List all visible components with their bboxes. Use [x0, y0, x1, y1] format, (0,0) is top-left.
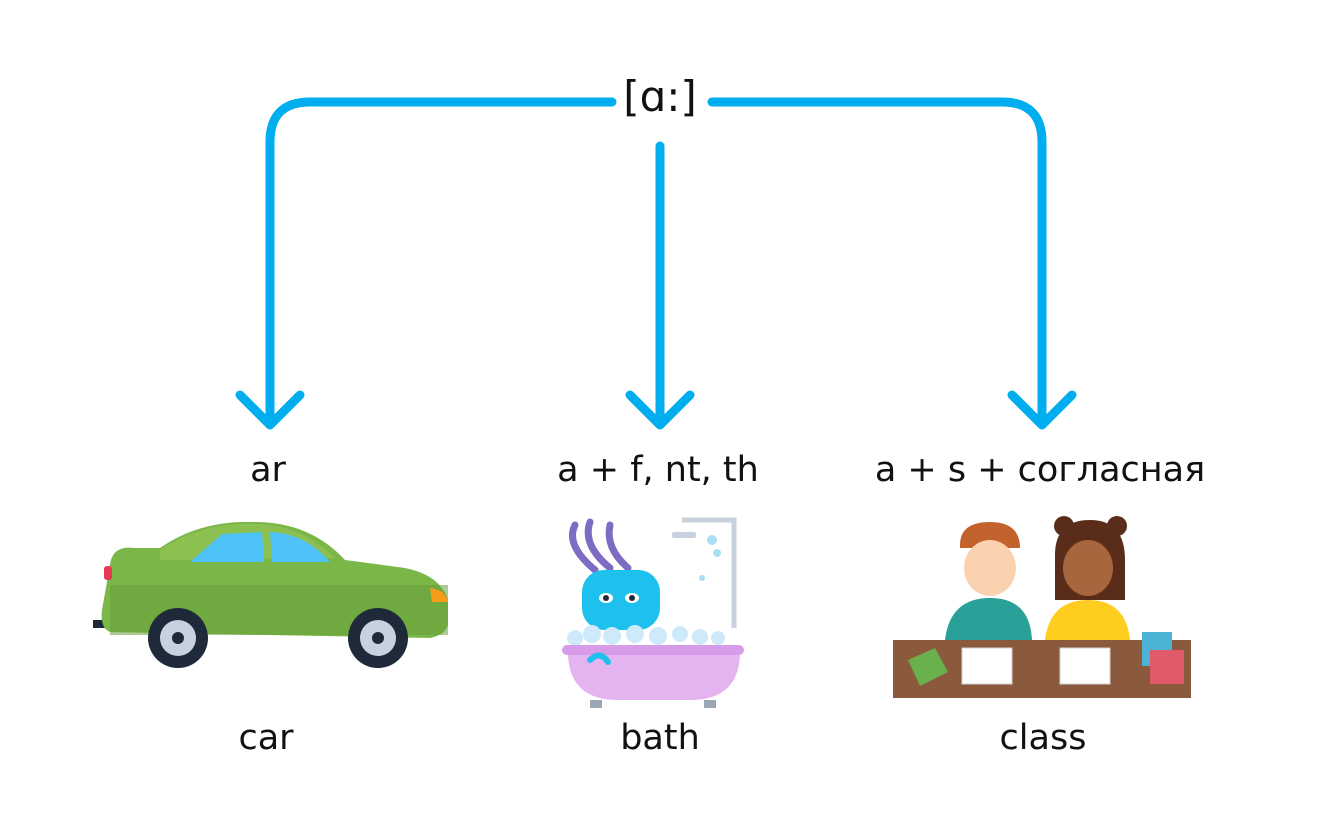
example-word-class: class: [999, 718, 1087, 758]
rule-label-a-s-consonant: a + s + согласная: [874, 450, 1206, 490]
example-word-bath: bath: [620, 718, 700, 758]
rule-label-a-f-nt-th: a + f, nt, th: [557, 450, 759, 490]
example-word-car: car: [238, 718, 294, 758]
arrow-left-head: [235, 390, 305, 430]
arrow-right: [707, 97, 1047, 425]
bathtub-illustration: [562, 517, 744, 708]
phoneme-label: [ɑ:]: [623, 72, 697, 121]
arrow-right-head: [1007, 390, 1077, 430]
rule-label-ar: ar: [250, 450, 286, 490]
arrow-center-head: [625, 390, 695, 430]
classroom-illustration: [893, 516, 1191, 698]
car-illustration: [93, 521, 449, 668]
arrow-left: [265, 97, 617, 425]
